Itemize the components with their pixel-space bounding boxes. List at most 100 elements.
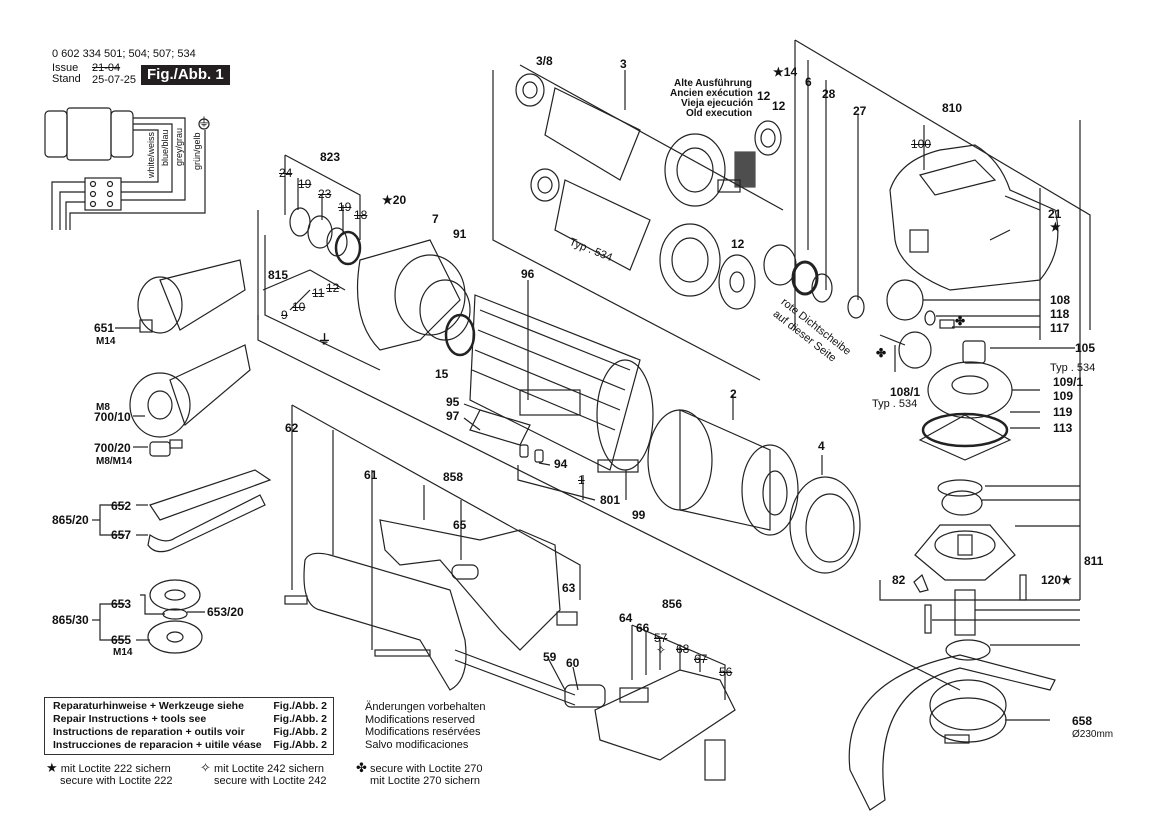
part-label-15: 15: [435, 367, 449, 381]
part-label-19-a: 19: [298, 177, 312, 191]
repair-note-de-ref: Fig./Abb. 2: [273, 700, 327, 712]
part-label-700-10-size: M8: [96, 402, 110, 413]
part-label-109-1: 109/1: [1053, 375, 1084, 389]
legend-loctite-222: ★ mit Loctite 222 sichern secure with Lo…: [46, 760, 173, 787]
star-icon: ★: [773, 65, 784, 79]
part-label-19-b: 19: [338, 200, 352, 214]
motor-wiring-schematic: [44, 107, 210, 230]
part-label-858: 858: [443, 470, 464, 484]
part-label-65: 65: [453, 518, 467, 532]
part-label-700-20: 700/20: [94, 441, 131, 455]
old-exec-es: Vieja ejecución: [681, 98, 754, 109]
stand-label: Stand: [52, 73, 81, 85]
part-label-82: 82: [892, 573, 906, 587]
handle-half-left: [284, 552, 467, 691]
gear-housing: [889, 144, 1059, 291]
part-label-657: 657: [111, 528, 132, 542]
part-label-2: 2: [730, 387, 737, 401]
modifications-fr: Modifications resérvées: [365, 726, 481, 738]
part-label-66: 66: [636, 621, 650, 635]
part-label-91: 91: [453, 227, 467, 241]
armature-lower: [530, 168, 756, 310]
part-label-108: 108: [1050, 293, 1071, 307]
issue-label: Issue: [52, 62, 79, 74]
repair-note-en-ref: Fig./Abb. 2: [273, 713, 327, 725]
ground-icon: ⏚: [198, 115, 211, 129]
star-icon: ★: [46, 760, 58, 775]
part-label-56: 56: [719, 665, 733, 679]
part-label-119: 119: [1053, 405, 1073, 419]
part-label-658: 658: [1072, 714, 1093, 728]
part-label-12-d: 12: [731, 237, 745, 251]
part-label-12-a: 12: [757, 89, 771, 103]
legend-loctite-270: ✤ secure with Loctite 270 mit Loctite 27…: [356, 760, 483, 787]
part-label-651-size: M14: [96, 336, 116, 347]
part-label-120: 120★: [1041, 573, 1072, 587]
power-cord: [454, 649, 606, 708]
part-label-64: 64: [619, 611, 633, 625]
part-label-59: 59: [543, 650, 557, 664]
part-label-7: 7: [432, 212, 439, 226]
part-label-653-20: 653/20: [207, 605, 244, 619]
field-coil: [647, 409, 799, 536]
issue-date: 25-07-25: [92, 74, 137, 86]
part-label-96: 96: [521, 267, 535, 281]
old-exec-en: Old execution: [686, 108, 753, 119]
part-label-11: 11: [312, 286, 325, 300]
part-label-28: 28: [822, 87, 836, 101]
repair-note-fr-ref: Fig./Abb. 2: [273, 726, 327, 738]
switch-springs: [289, 207, 362, 266]
end-shield: [356, 239, 476, 357]
part-label-651: 651: [94, 321, 115, 335]
fan-baffle: [789, 476, 861, 574]
repair-notes-box: Reparaturhinweise + Werkzeuge siehe Fig.…: [44, 697, 334, 755]
part-label-18: 18: [354, 208, 368, 222]
part-label-20: ★20: [382, 193, 407, 207]
part-label-67: 67: [694, 652, 708, 666]
wheel-guard: [848, 654, 1056, 811]
part-numbers: 0 602 334 501; 504; 507; 534: [52, 48, 196, 60]
diamond-icon: ✧: [656, 643, 667, 657]
typ-534-gear: Typ . 534: [1050, 362, 1096, 374]
aux-handle-651: [137, 259, 246, 334]
part-label-700-10: 700/10: [94, 410, 131, 424]
part-label-856: 856: [662, 597, 683, 611]
part-label-99: 99: [632, 508, 646, 522]
part-label-6: 6: [805, 75, 812, 89]
switch-label-63: [556, 611, 578, 626]
part-label-23: 23: [318, 187, 332, 201]
modifications-notice: Änderungen vorbehalten Modifications res…: [365, 701, 485, 751]
clover-icon: ✤: [955, 314, 966, 328]
ground-icon: ⏚: [318, 332, 332, 347]
part-label-24: 24: [279, 166, 293, 180]
aux-handle-700-10: [129, 344, 251, 438]
part-label-27: 27: [853, 104, 867, 118]
part-label-652: 652: [111, 499, 132, 513]
part-label-653: 653: [111, 597, 132, 611]
part-label-3: 3: [620, 57, 627, 71]
clover-icon: ✤: [356, 760, 367, 775]
part-label-801: 801: [600, 493, 621, 507]
wire-label-blue: blue/blau: [160, 129, 170, 166]
diamond-icon: ✧: [200, 760, 211, 775]
part-label-811: 811: [1084, 554, 1104, 568]
part-label-655: 655: [111, 633, 132, 647]
wire-label-grey: grey/grau: [174, 127, 184, 166]
part-label-865-20: 865/20: [52, 513, 89, 527]
armature-upper: [515, 73, 741, 207]
modifications-es: Salvo modificaciones: [365, 738, 469, 751]
handle-half-right: [379, 519, 561, 651]
motor-housing: [469, 294, 654, 471]
part-label-14: ★14: [773, 65, 798, 79]
part-label-113: 113: [1053, 421, 1073, 435]
old-exec-de: Alte Ausführung: [674, 78, 752, 89]
repair-note-es-ref: Fig./Abb. 2: [273, 739, 327, 751]
old-issue-date: 21-04: [92, 62, 121, 74]
flange-nuts: [147, 579, 203, 654]
issue-block: Issue Stand: [52, 63, 81, 85]
part-label-97: 97: [446, 409, 460, 423]
repair-note-fr: Instructions de reparation + outils voir: [53, 726, 245, 738]
part-label-117: 117: [1050, 321, 1070, 335]
